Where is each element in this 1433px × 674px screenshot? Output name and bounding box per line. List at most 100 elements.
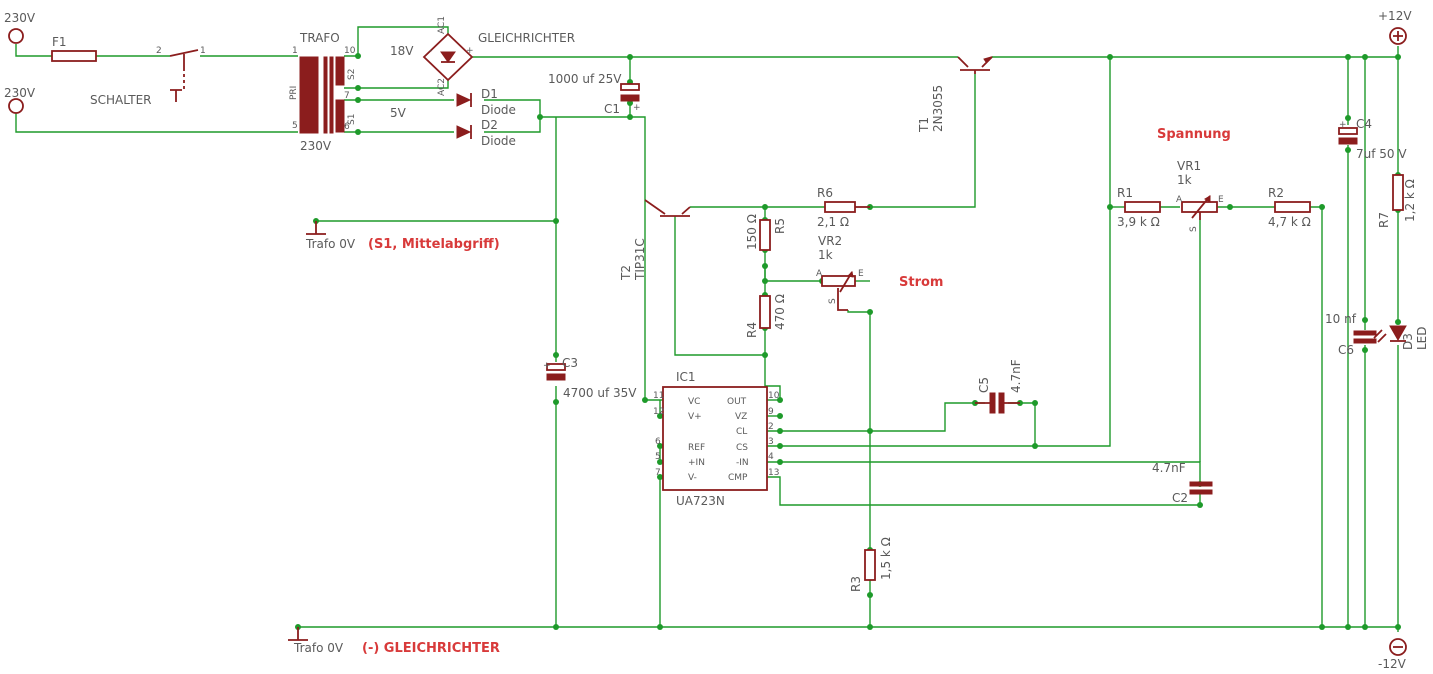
capacitor-c5: C5 4.7nF [975, 359, 1023, 414]
trafo-pin-1: 1 [292, 46, 298, 56]
c2-value: 4.7nF [1152, 461, 1186, 475]
transformer: TRAFO 1 5 10 7 6 PRI S2 S1 230V [289, 31, 357, 153]
capacitor-c2: 4.7nF C2 [1152, 461, 1213, 505]
trafo-pin-10: 10 [344, 46, 356, 56]
ic-left-pin-label: +IN [688, 458, 705, 468]
ic-left-pin-num: 6 [655, 437, 661, 447]
r6-name: R6 [817, 186, 833, 200]
switch-name: SCHALTER [90, 93, 152, 107]
ic-right-pin-label: CMP [728, 473, 748, 483]
vr2-pin-a: A [816, 269, 823, 279]
ic-right-pin-num: 13 [768, 468, 779, 478]
r3-name: R3 [849, 576, 863, 592]
c1-value: 1000 uf 25V [548, 72, 622, 86]
capacitor-c6: 10 nf C6 [1325, 312, 1377, 357]
potentiometer-vr1: VR1 1k A E S [1176, 159, 1224, 232]
t2-type: TIP31C [633, 238, 647, 281]
trafo-pin-6: 6 [344, 122, 350, 132]
switch-pin-a: 2 [156, 46, 162, 56]
capacitor-c3: + C3 4700 uf 35V [543, 356, 637, 400]
diode-d1: D1 Diode [456, 87, 516, 117]
trafo-s2: S2 [347, 69, 357, 80]
resistor-r6: R6 2,1 Ω [817, 186, 870, 229]
ic-name: IC1 [676, 370, 696, 384]
ic-right-pin-num: 9 [768, 407, 774, 417]
junctions [295, 53, 1401, 630]
potentiometer-vr2: VR2 1k A E S [816, 234, 864, 311]
r4-value: 470 Ω [773, 294, 787, 330]
bridge-rectifier: GLEICHRICHTER 18V - + AC1 AC2 [390, 16, 575, 96]
ic-right-pin-label: -IN [736, 458, 749, 468]
capacitor-c4: + C4 7uf 50 V [1338, 117, 1407, 161]
r2-name: R2 [1268, 186, 1284, 200]
ic-part: UA723N [676, 494, 725, 508]
terminal-in-top-label: 230V [4, 11, 36, 25]
ic-left-pin-num: 11 [653, 391, 664, 401]
diode-d2-name: D2 [481, 118, 498, 132]
vr1-pin-e: E [1218, 195, 1224, 205]
terminal-out-neg-label: -12V [1378, 657, 1407, 671]
r1-value: 3,9 k Ω [1117, 215, 1160, 229]
r3-value: 1,5 k Ω [879, 537, 893, 580]
vr1-value: 1k [1177, 173, 1192, 187]
terminal-out-pos: +12V [1378, 9, 1412, 45]
t1-type: 2N3055 [931, 85, 945, 132]
bridge-name: GLEICHRICHTER [478, 31, 575, 45]
diode-d1-name: D1 [481, 87, 498, 101]
r5-name: R5 [773, 218, 787, 234]
aux-voltage-label: 5V [390, 106, 407, 120]
vr1-name: VR1 [1177, 159, 1201, 173]
fuse-f1: F1 [51, 35, 97, 62]
bridge-input-voltage: 18V [390, 44, 414, 58]
r2-value: 4,7 k Ω [1268, 215, 1311, 229]
resistor-r3: R3 1,5 k Ω [849, 537, 893, 592]
ic-right-pin-num: 3 [768, 437, 774, 447]
trafo-s1: S1 [347, 114, 357, 125]
r7-value: 1,2 k Ω [1403, 179, 1417, 222]
ic-right-pin-label: CS [736, 443, 748, 453]
c3-value: 4700 uf 35V [563, 386, 637, 400]
switch-schalter: 2 1 SCHALTER [90, 46, 206, 107]
resistor-r7: R7 1,2 k Ω [1377, 174, 1417, 228]
c4-name: C4 [1356, 117, 1372, 131]
led-d3: D3 LED [1373, 325, 1429, 350]
c4-plus: + [1339, 120, 1347, 130]
terminal-out-pos-label: +12V [1378, 9, 1412, 23]
terminal-in-bottom: 230V [4, 86, 36, 114]
r6-value: 2,1 Ω [817, 215, 849, 229]
vr2-pin-e: E [858, 269, 864, 279]
c6-value: 10 nf [1325, 312, 1357, 326]
r7-name: R7 [1377, 212, 1391, 228]
ic-right-pin-label: CL [736, 427, 747, 437]
c3-plus: + [543, 361, 551, 371]
led-type: LED [1415, 326, 1429, 350]
vr2-name: VR2 [818, 234, 842, 248]
capacitor-c1: + 1000 uf 25V C1 [548, 72, 641, 116]
c6-name: C6 [1338, 343, 1354, 357]
vr1-pin-a: A [1176, 195, 1183, 205]
ground-bottom-note: (-) GLEICHRICHTER [362, 641, 500, 656]
resistor-r5: 150 Ω R5 [745, 214, 787, 251]
ic-left-pin-num: 12 [653, 407, 664, 417]
trafo-name: TRAFO [299, 31, 340, 45]
diode-d2-type: Diode [481, 134, 516, 148]
annotation-current: Strom [899, 275, 943, 290]
r1-name: R1 [1117, 186, 1133, 200]
t1-name: T1 [917, 117, 931, 133]
annotation-voltage: Spannung [1157, 127, 1231, 142]
transistor-t2: T2 TIP31C [619, 199, 691, 281]
c1-plus: + [633, 103, 641, 113]
bridge-plus: + [466, 46, 474, 56]
ground-symbol-bottom: Trafo 0V (-) GLEICHRICHTER [288, 627, 500, 656]
c5-value: 4.7nF [1009, 359, 1023, 393]
c3-name: C3 [562, 356, 578, 370]
ic-left-pin-label: VC [688, 397, 700, 407]
c1-name: C1 [604, 102, 620, 116]
led-name: D3 [1401, 333, 1415, 350]
ic-right-pin-num: 10 [768, 391, 780, 401]
bridge-ac1: AC1 [437, 16, 447, 34]
fuse-name: F1 [52, 35, 67, 49]
trafo-pin-5: 5 [292, 121, 298, 131]
ic-left-pin-label: V- [688, 473, 697, 483]
